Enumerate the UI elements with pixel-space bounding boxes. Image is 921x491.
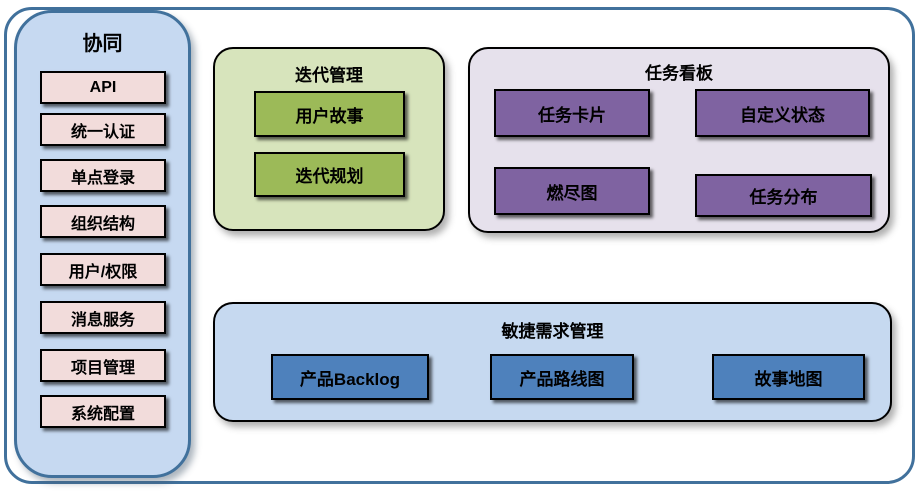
- sidebar-item-api: API: [40, 71, 166, 104]
- sidebar-item-unified-auth: 统一认证: [40, 113, 166, 146]
- section-agile-title: 敏捷需求管理: [501, 322, 604, 341]
- sidebar-item-user-permission: 用户/权限: [40, 253, 166, 286]
- sidebar-title: 协同: [82, 33, 123, 55]
- section-task-kanban: 任务看板 任务卡片 自定义状态 燃尽图 任务分布: [468, 47, 890, 233]
- sidebar-item-message-service: 消息服务: [40, 301, 166, 334]
- section-iteration-title: 迭代管理: [295, 66, 363, 85]
- sidebar-item-org-structure: 组织结构: [40, 205, 166, 238]
- kanban-item-burndown-chart: 燃尽图: [494, 167, 650, 215]
- section-agile-requirement-management: 敏捷需求管理 产品Backlog 产品路线图 故事地图: [213, 302, 892, 422]
- sidebar-item-project-mgmt: 项目管理: [40, 349, 166, 382]
- agile-item-story-map: 故事地图: [712, 354, 865, 400]
- kanban-item-task-card: 任务卡片: [494, 89, 650, 137]
- agile-item-product-roadmap: 产品路线图: [490, 354, 634, 400]
- section-iteration-management: 迭代管理 用户故事 迭代规划: [213, 47, 445, 231]
- kanban-item-custom-status: 自定义状态: [695, 89, 870, 137]
- sidebar-item-single-sign-on: 单点登录: [40, 159, 166, 192]
- section-kanban-title: 任务看板: [645, 64, 713, 83]
- kanban-item-task-distribution: 任务分布: [695, 174, 872, 217]
- sidebar-collaboration-panel: 协同 API 统一认证 单点登录 组织结构 用户/权限 消息服务 项目管理 系统…: [14, 10, 191, 478]
- iteration-item-sprint-planning: 迭代规划: [254, 152, 405, 197]
- agile-item-product-backlog: 产品Backlog: [271, 354, 429, 400]
- sidebar-item-system-config: 系统配置: [40, 395, 166, 428]
- iteration-item-user-story: 用户故事: [254, 91, 405, 137]
